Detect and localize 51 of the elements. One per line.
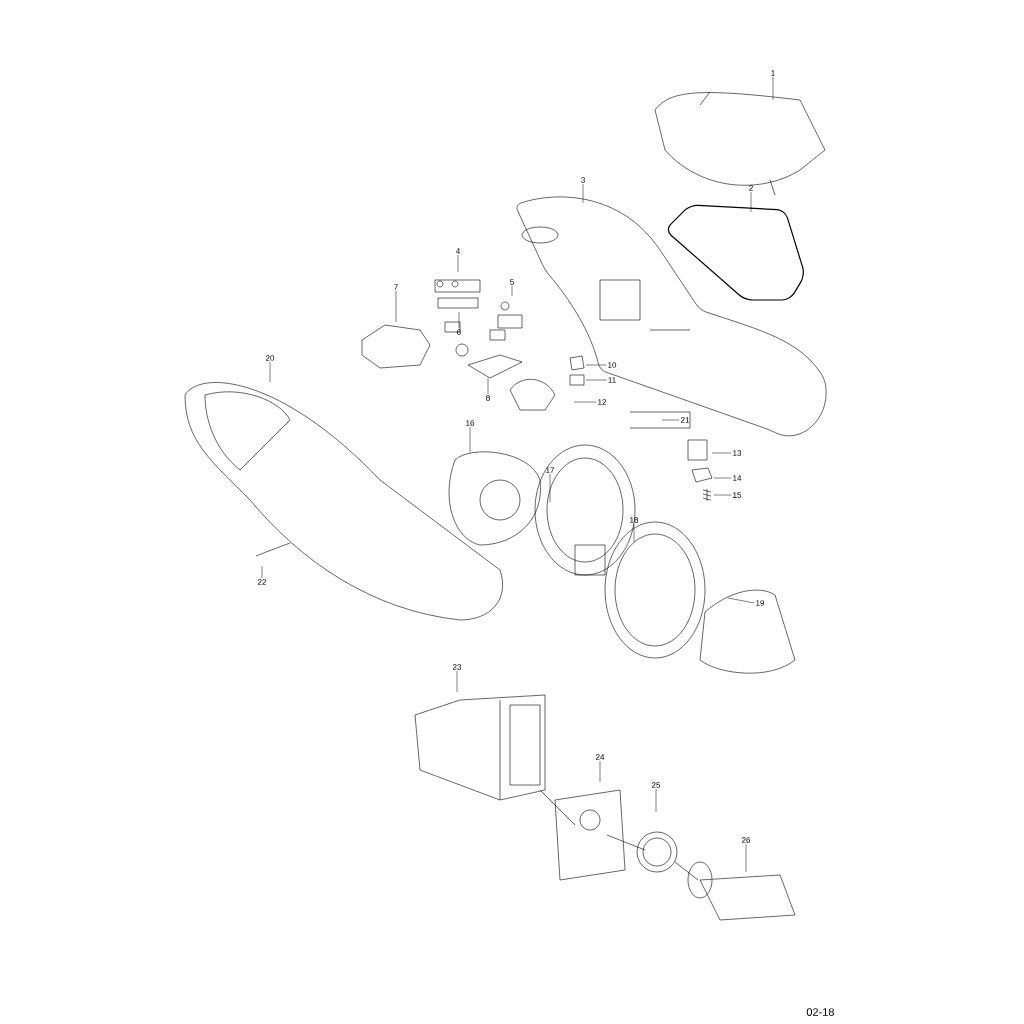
leader-line xyxy=(261,565,263,579)
leader-line xyxy=(711,452,732,454)
callout-number: 16 xyxy=(466,420,475,426)
callout-number: 17 xyxy=(546,467,555,473)
callout-number: 20 xyxy=(265,355,275,361)
callout-number: 24 xyxy=(595,754,605,760)
leader-line xyxy=(457,254,459,273)
callout-number: 21 xyxy=(680,417,690,423)
leader-line xyxy=(727,597,755,604)
leader-line xyxy=(655,788,657,813)
leader-line xyxy=(458,311,460,329)
leader-line xyxy=(585,379,607,381)
callout-number: 12 xyxy=(598,399,607,405)
callout-number: 8 xyxy=(486,395,490,401)
leader-line xyxy=(469,426,471,453)
callout-number: 11 xyxy=(608,377,616,383)
callout-number: 4 xyxy=(455,248,460,254)
date-code: 02-18 xyxy=(806,1008,834,1016)
leader-line xyxy=(549,473,551,503)
leader-line xyxy=(713,494,732,496)
callout-number: 3 xyxy=(581,177,585,183)
callout-number: 7 xyxy=(394,284,398,290)
leader-line xyxy=(713,477,732,479)
leader-line xyxy=(772,76,774,101)
leader-line xyxy=(599,760,601,783)
callout-number: 23 xyxy=(452,664,462,670)
callout-number: 19 xyxy=(756,600,765,606)
leader-line xyxy=(750,191,752,213)
callout-number: 22 xyxy=(257,579,267,585)
leader-line xyxy=(511,285,513,297)
callout-number: 1 xyxy=(771,70,775,76)
callout-number: 25 xyxy=(651,782,661,788)
leader-line xyxy=(585,364,607,366)
callout-number: 15 xyxy=(733,492,742,498)
callout-number: 14 xyxy=(733,475,742,481)
callout-number: 6 xyxy=(457,329,461,335)
callout-number: 5 xyxy=(510,279,514,285)
leader-line xyxy=(745,843,747,873)
leader-line xyxy=(582,183,584,204)
leader-line xyxy=(633,523,635,543)
leader-line xyxy=(661,419,680,421)
callout-number: 2 xyxy=(749,185,753,191)
leader-line xyxy=(269,361,271,383)
leader-line xyxy=(573,401,597,403)
callout-number: 13 xyxy=(733,450,742,456)
callout-number: 18 xyxy=(630,517,639,523)
callout-number: 26 xyxy=(741,837,751,843)
leader-line xyxy=(456,670,458,693)
leader-line xyxy=(395,290,397,323)
callout-number: 10 xyxy=(608,362,617,368)
leader-line xyxy=(487,377,489,395)
